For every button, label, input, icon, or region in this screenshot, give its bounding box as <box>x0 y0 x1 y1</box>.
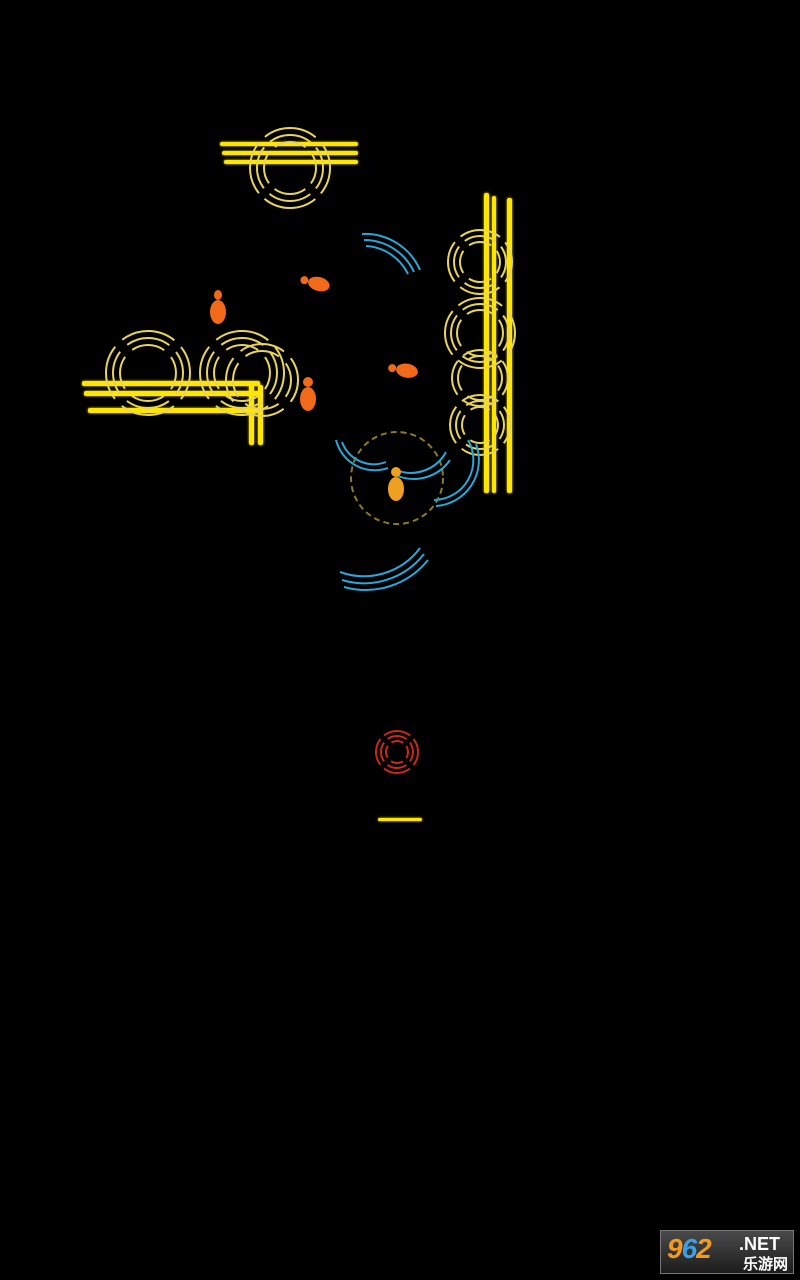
ring <box>385 740 409 764</box>
red-target[interactable] <box>367 722 426 781</box>
arc <box>365 245 409 275</box>
ring <box>453 235 507 289</box>
arc <box>433 439 475 501</box>
arc <box>341 553 425 585</box>
bar <box>224 160 358 164</box>
digit: 2 <box>696 1233 712 1264</box>
ring <box>444 297 516 369</box>
ring <box>455 400 505 450</box>
bar <box>378 818 422 821</box>
ring <box>461 406 499 444</box>
ring <box>119 344 177 402</box>
bar <box>84 391 260 396</box>
ring <box>375 730 419 774</box>
ring-target <box>105 330 191 416</box>
arc <box>395 451 447 474</box>
light-bars <box>82 142 512 821</box>
arc <box>335 439 389 472</box>
center-ring <box>350 431 444 525</box>
ring <box>380 735 414 769</box>
digit: 6 <box>681 1233 698 1264</box>
ring <box>225 343 299 417</box>
ring-target <box>225 343 299 417</box>
blue-arcs <box>335 232 480 591</box>
ring <box>105 330 191 416</box>
arc <box>339 547 421 578</box>
bar <box>507 198 512 493</box>
ring <box>457 355 503 401</box>
watermark-net: .NET <box>739 1234 781 1254</box>
ring-targets <box>105 127 516 456</box>
ring <box>206 337 278 409</box>
footprint <box>210 290 226 324</box>
footprint <box>388 363 418 378</box>
ring-target <box>249 127 331 209</box>
ring-target <box>444 297 516 369</box>
arc <box>343 559 429 591</box>
watermark-logo: 962 .NET 乐游网 <box>660 1230 794 1274</box>
arc <box>341 441 387 466</box>
ring-target <box>199 330 285 416</box>
ring <box>249 127 331 209</box>
watermark-number: 962 <box>667 1233 712 1265</box>
ring-target <box>375 730 419 774</box>
footprint <box>388 467 404 501</box>
bar <box>492 196 496 493</box>
bar <box>484 193 489 493</box>
arc <box>435 443 480 507</box>
digit: 9 <box>667 1233 683 1264</box>
footprints <box>210 276 418 501</box>
ring <box>199 330 285 416</box>
ring <box>459 241 501 283</box>
bar <box>222 151 358 155</box>
watermark-chinese: 乐游网 <box>743 1256 789 1273</box>
ring <box>112 337 184 409</box>
arc <box>361 232 421 271</box>
footprint <box>300 276 330 292</box>
ring <box>256 134 324 202</box>
bar <box>88 408 260 413</box>
arc <box>363 238 415 273</box>
arc <box>397 459 451 480</box>
footprint <box>300 377 316 411</box>
